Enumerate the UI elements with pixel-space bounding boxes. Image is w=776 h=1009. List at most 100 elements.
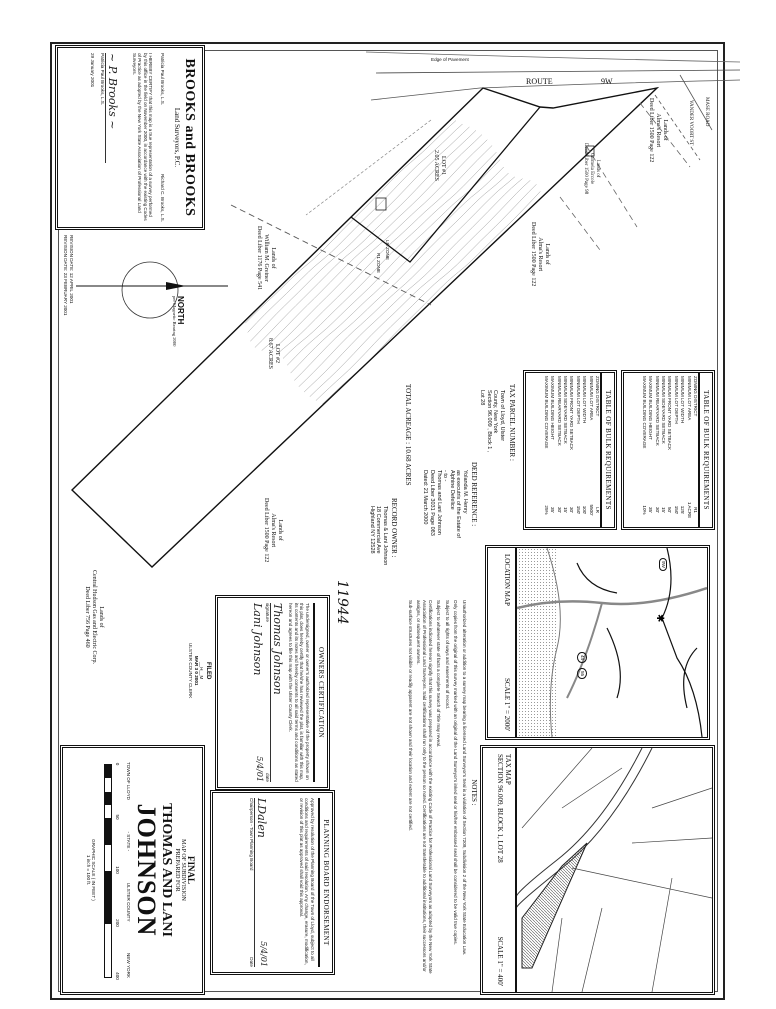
- surveyor-1: Patricia Paul Brooks, L.S.: [160, 53, 165, 106]
- vander-voort-line: [654, 94, 701, 161]
- bulk-row-label: MINIMUM REARYARD SETBACK: [654, 376, 660, 446]
- planning-board-date-label: Date: [249, 957, 255, 967]
- contour-line: [214, 88, 437, 304]
- scale-segment: [105, 871, 112, 924]
- route-9w-edge-line: [370, 79, 741, 101]
- tax-parcel-title: TAX PARCEL NUMBER :: [508, 384, 516, 461]
- note-item: Certifications indicated hereon signify …: [416, 600, 433, 974]
- planning-board-endorsement: PLANNING BOARD ENDORSEMENT Approved by r…: [210, 790, 335, 975]
- contour-line: [175, 88, 394, 258]
- route-44-55-road: [566, 602, 603, 699]
- title-final: FINAL: [186, 855, 196, 884]
- tax-map-road: [517, 748, 643, 899]
- contour-line: [254, 130, 477, 348]
- lot2-area: 8.67 ACRES: [267, 338, 273, 370]
- owner-signature-label: signature: [264, 603, 270, 622]
- route-9w-road: [517, 586, 707, 610]
- bulk-row-label: MINIMUM REARYARD SETBACK: [556, 376, 562, 446]
- bulk-row-label: MINIMUM LOT AREA: [588, 376, 594, 421]
- contour-line: [282, 152, 497, 359]
- bulk-row-value: 125': [680, 505, 686, 515]
- bulk-row-value: 30': [569, 507, 575, 513]
- title-surname: JOHNSON: [132, 803, 161, 937]
- surveyor-block: BROOKS and BROOKS Land Surveyors, P.C. P…: [55, 45, 205, 230]
- owner-date-label: date: [264, 773, 270, 782]
- shoreline: [546, 548, 561, 737]
- contour-line: [261, 134, 483, 351]
- contour-line: [220, 89, 442, 308]
- contour-line: [298, 176, 515, 387]
- adjoiner-owner: Alma's Resort: [655, 113, 661, 148]
- deed-reference-line: Yolanda M. Henry: [462, 470, 468, 514]
- tax-map-scale: SCALE 1" = 400': [496, 936, 504, 987]
- scale-segment: [105, 778, 112, 792]
- notes-title: NOTES :: [470, 779, 478, 806]
- filing-number: 11944: [334, 580, 350, 625]
- location-map-scale: SCALE 1" = 2000': [503, 678, 511, 731]
- contour-lines: [175, 88, 565, 435]
- bulk-row-label: MINIMUM LOT DEPTH: [673, 376, 679, 424]
- adjoiner-deed: Deed Liber 1500 Page 122: [263, 498, 269, 563]
- scale-tick-label: 200: [115, 919, 121, 927]
- bulk-table-lr: TABLE OF BULK REQUIREMENTS ZONING DISTRI…: [523, 370, 617, 530]
- record-owner-line: Highland NY 12528: [368, 506, 375, 554]
- mase-road-line: [679, 74, 713, 131]
- contour-line: [294, 172, 509, 381]
- adjoiner-deed: Deed Liber 1176 Page 541: [256, 226, 262, 291]
- deed-reference-line: Deed Liber 3031 Page 083: [429, 470, 436, 536]
- bulk-row-value: 1 ACRE: [686, 501, 692, 519]
- adjoiner-line1: Lands of: [270, 247, 276, 269]
- bulk-row-label: MAXIMUM BUILDING COVERAGE: [641, 376, 647, 449]
- adjoiner-line1: Lands of: [544, 243, 550, 265]
- site-marker-icon: ✱: [654, 614, 665, 622]
- bulk-row-label: ZONING DISTRICT: [693, 376, 698, 417]
- planning-board-date-value: 5/4/01: [259, 941, 269, 967]
- bulk-table-r1: TABLE OF BULK REQUIREMENTS ZONING DISTRI…: [621, 370, 715, 530]
- owners-certification-text: The undersigned, owner or owner's author…: [288, 603, 310, 782]
- filing-stamp: FILED __H__M MAR 3 0 2001 ULSTER COUNTY …: [187, 640, 211, 701]
- note-item: Sub-surface structures not visible or re…: [407, 600, 413, 831]
- driveway-line: [305, 119, 432, 216]
- deed-reference-line: Thomas and Lani Johnson: [435, 470, 442, 535]
- r1-zone-label: R1 ZONE: [376, 253, 381, 273]
- local-road: [576, 562, 618, 594]
- adjoiner-line1: Lands of: [277, 519, 283, 541]
- lot-line: [350, 106, 541, 263]
- note-item: Subject to all rights of ways and easeme…: [444, 600, 450, 710]
- adjoining-line: [559, 196, 601, 251]
- bulk-row-label: MINIMUM LOT DEPTH: [575, 376, 581, 424]
- route-number-label: 9W: [601, 77, 613, 86]
- surveyor-certification: I HEREBY CERTIFY that this map is a true…: [131, 53, 154, 221]
- bulk-row-value: 15': [562, 507, 568, 513]
- surveyor-2: Richard C. Brooks, L.S.: [160, 174, 165, 222]
- adjoiner-owner: Central Hudson Gas and Electric Corp.: [91, 570, 97, 664]
- note-item: Unauthorized alteration or addition to a…: [462, 600, 467, 956]
- planning-board-signature-label: Chairperson - Town Planning Board: [249, 798, 255, 871]
- lot1-area: 2.05 ACRES: [433, 150, 439, 182]
- tax-parcel-block: TAX PARCEL NUMBER : Town of Lloyd, Ulste…: [479, 384, 516, 461]
- record-owner-line: Thomas & Lani Johnson: [382, 506, 388, 566]
- title-county: ULSTER COUNTY: [126, 882, 131, 922]
- adjoiner-owner: Alma's Resort: [270, 513, 276, 548]
- revision-2: REVISION DATE: 23 FEBRUARY 2001: [63, 235, 69, 316]
- owners-certification-title: OWNERS CERTIFICATION: [313, 603, 327, 782]
- north-arrow-circle: [121, 261, 179, 319]
- deed-reference-title: DEED REFERENCE :: [470, 462, 478, 527]
- contour-line: [192, 88, 406, 272]
- bulk-row-label: MINIMUM FRONT YARD SETBACK: [667, 376, 673, 451]
- contour-line: [290, 166, 504, 374]
- adjoiner-deed: Deed Liber 1500 Page 122: [530, 222, 536, 287]
- survey-date: 29 January 2001: [90, 53, 96, 88]
- vander-voort-label: VANDER VOORT ST: [688, 100, 693, 146]
